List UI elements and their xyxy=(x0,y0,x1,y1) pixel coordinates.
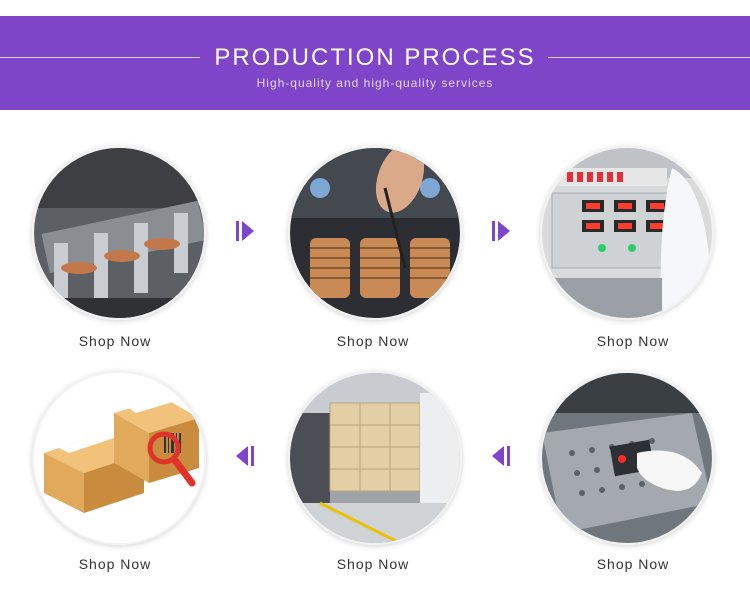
flow-arrow-left-1 xyxy=(236,446,254,466)
step-image-coil[interactable] xyxy=(288,146,462,320)
step-image-packaging[interactable] xyxy=(32,371,206,545)
packaging-boxes-image xyxy=(34,373,204,543)
header-banner: PRODUCTION PROCESS High-quality and high… xyxy=(0,16,750,110)
testing-station-image xyxy=(542,148,712,318)
stamping-machine-image xyxy=(34,148,204,318)
step-image-warehouse[interactable] xyxy=(288,371,462,545)
flow-arrow-left-2 xyxy=(492,446,510,466)
coil-assembly-image xyxy=(290,148,460,318)
flow-arrow-right-2 xyxy=(492,221,510,241)
header-divider-right xyxy=(548,57,750,58)
step-link-2[interactable]: Shop Now xyxy=(336,333,410,349)
page-subtitle: High-quality and high-quality services xyxy=(256,76,494,90)
step-link-5[interactable]: Shop Now xyxy=(336,556,410,572)
header-divider-left xyxy=(0,57,200,58)
step-link-4[interactable]: Shop Now xyxy=(78,556,152,572)
step-image-testing[interactable] xyxy=(540,146,714,320)
warehouse-stock-image xyxy=(290,373,460,543)
step-link-6[interactable]: Shop Now xyxy=(596,556,670,572)
step-link-1[interactable]: Shop Now xyxy=(78,333,152,349)
step-link-3[interactable]: Shop Now xyxy=(596,333,670,349)
flow-arrow-right-1 xyxy=(236,221,254,241)
step-image-stamping[interactable] xyxy=(32,146,206,320)
step-image-inspection[interactable] xyxy=(540,371,714,545)
page-title: PRODUCTION PROCESS xyxy=(214,44,536,71)
quality-inspection-image xyxy=(542,373,712,543)
